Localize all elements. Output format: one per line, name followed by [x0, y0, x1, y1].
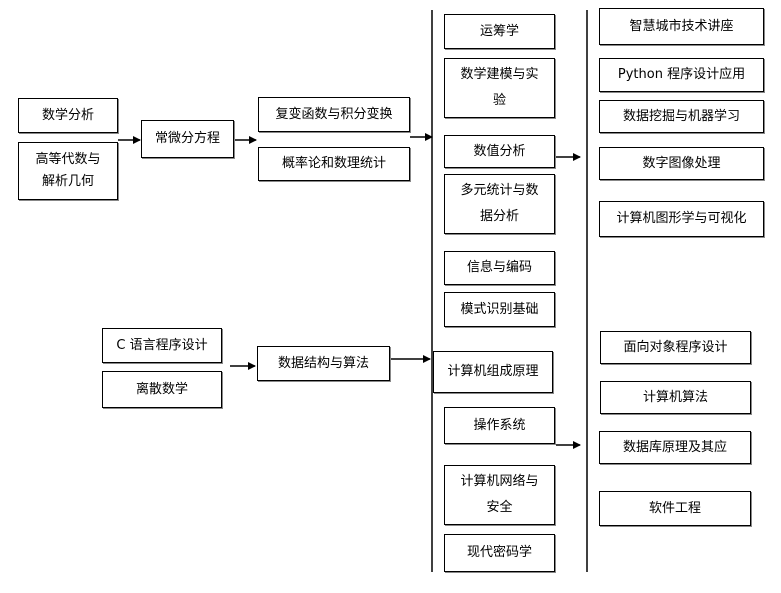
course-box: 智慧城市技术讲座 [599, 8, 764, 45]
course-box: 多元统计与数 据分析 [444, 174, 555, 234]
course-box: 计算机图形学与可视化 [599, 201, 764, 237]
course-box: 数据挖掘与机器学习 [599, 100, 764, 133]
course-box: 数值分析 [444, 135, 555, 168]
course-box: 数字图像处理 [599, 147, 764, 180]
course-box: 现代密码学 [444, 534, 555, 572]
course-box: 计算机组成原理 [433, 351, 553, 393]
course-box: 面向对象程序设计 [600, 331, 751, 364]
course-box: 信息与编码 [444, 251, 555, 285]
course-box: 软件工程 [599, 491, 751, 526]
course-box: 计算机网络与 安全 [444, 465, 555, 525]
course-box: 数据库原理及其应 [599, 431, 751, 464]
course-box: Python 程序设计应用 [599, 58, 764, 92]
course-box: 运筹学 [444, 14, 555, 49]
course-box: 操作系统 [444, 407, 555, 444]
course-box: 离散数学 [102, 371, 222, 408]
course-box: 计算机算法 [600, 381, 751, 414]
course-box: 数学分析 [18, 98, 118, 133]
course-box: C 语言程序设计 [102, 328, 222, 363]
course-box: 数学建模与实 验 [444, 58, 555, 118]
course-box: 高等代数与 解析几何 [18, 142, 118, 200]
course-box: 数据结构与算法 [257, 346, 390, 381]
course-box: 概率论和数理统计 [258, 147, 410, 181]
course-box: 复变函数与积分变换 [258, 97, 410, 132]
course-box: 常微分方程 [141, 120, 234, 158]
course-box: 模式识别基础 [444, 292, 555, 327]
